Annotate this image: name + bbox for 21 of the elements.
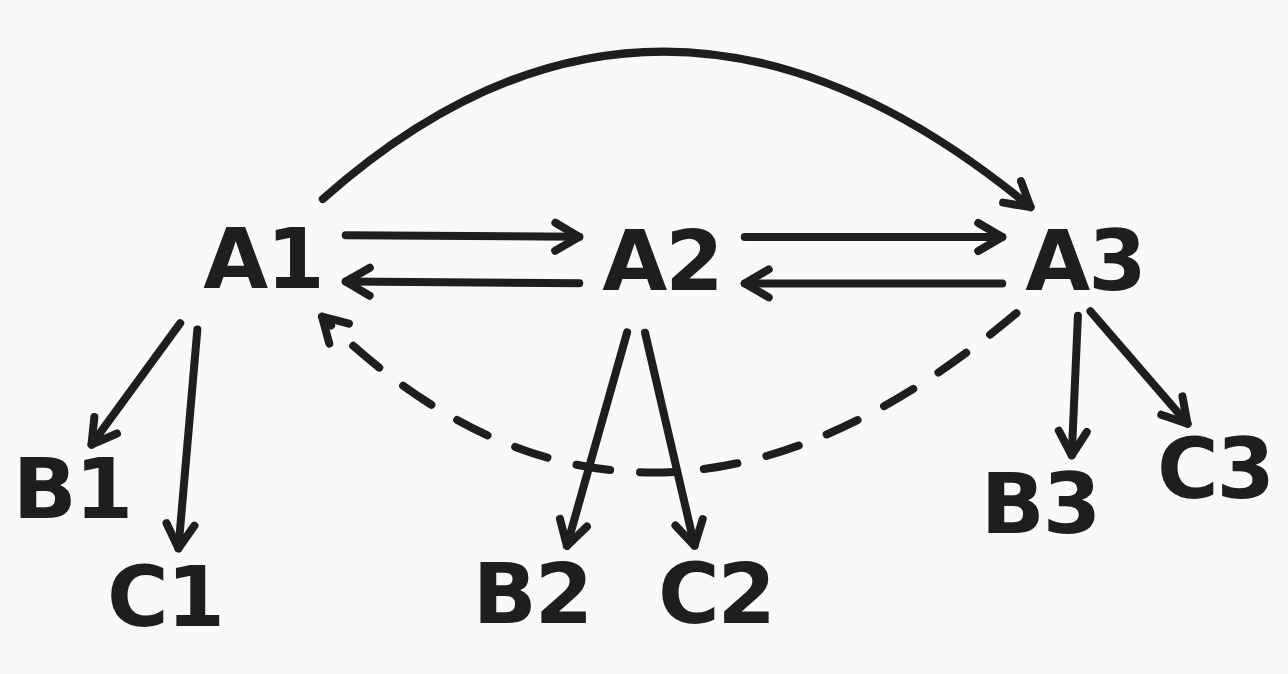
node-label: B3 <box>977 469 1103 541</box>
arrow <box>318 47 1035 212</box>
node-label: A2 <box>599 226 725 298</box>
arrow <box>341 218 584 255</box>
node-label: A1 <box>200 224 326 296</box>
arrow <box>555 328 632 550</box>
node-label: C2 <box>654 559 778 631</box>
node-label: B2 <box>469 559 595 631</box>
node-label: C3 <box>1153 434 1277 506</box>
arrow <box>740 265 1007 302</box>
arrow <box>641 328 707 550</box>
node-label: A3 <box>1022 226 1148 298</box>
arrow <box>1086 307 1192 428</box>
arrow <box>341 263 584 300</box>
arrow <box>740 219 1007 255</box>
arrow <box>1054 311 1091 460</box>
arrow <box>162 325 202 553</box>
arrow <box>87 319 185 449</box>
node-label: C1 <box>103 562 227 634</box>
node-label: B1 <box>9 454 135 526</box>
dashed-arrow <box>318 309 1021 477</box>
